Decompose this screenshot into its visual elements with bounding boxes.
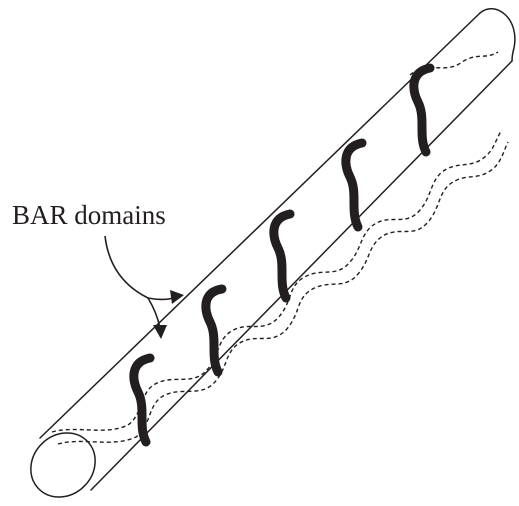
- pointer-arrow-down-shaft: [147, 297, 161, 329]
- bar-domain-5: [409, 63, 435, 157]
- bar-domain-1: [129, 353, 155, 447]
- bar-domains-annotation: BAR domains: [12, 200, 184, 339]
- bar-domains: [129, 63, 435, 447]
- tube-near-end-opening: [30, 432, 96, 498]
- pointer-arrow-right-shaft: [147, 297, 175, 301]
- tube-lower-edge: [90, 60, 513, 491]
- bar-domain-2: [201, 284, 227, 377]
- dashed-helix-inner: [51, 129, 503, 433]
- pointer-arrow-down-head: [153, 325, 167, 339]
- bar-domain-4: [341, 138, 367, 232]
- membrane-tube: [30, 8, 516, 498]
- tube-far-end-cap: [479, 8, 516, 62]
- label-pointer-curve: [104, 235, 149, 299]
- bar-domains-label: BAR domains: [12, 200, 166, 230]
- tube-upper-edge: [39, 12, 481, 439]
- pointer-arrow-right-head: [170, 290, 184, 304]
- bar-domain-3: [269, 209, 295, 303]
- dashed-helix-outer: [57, 141, 509, 445]
